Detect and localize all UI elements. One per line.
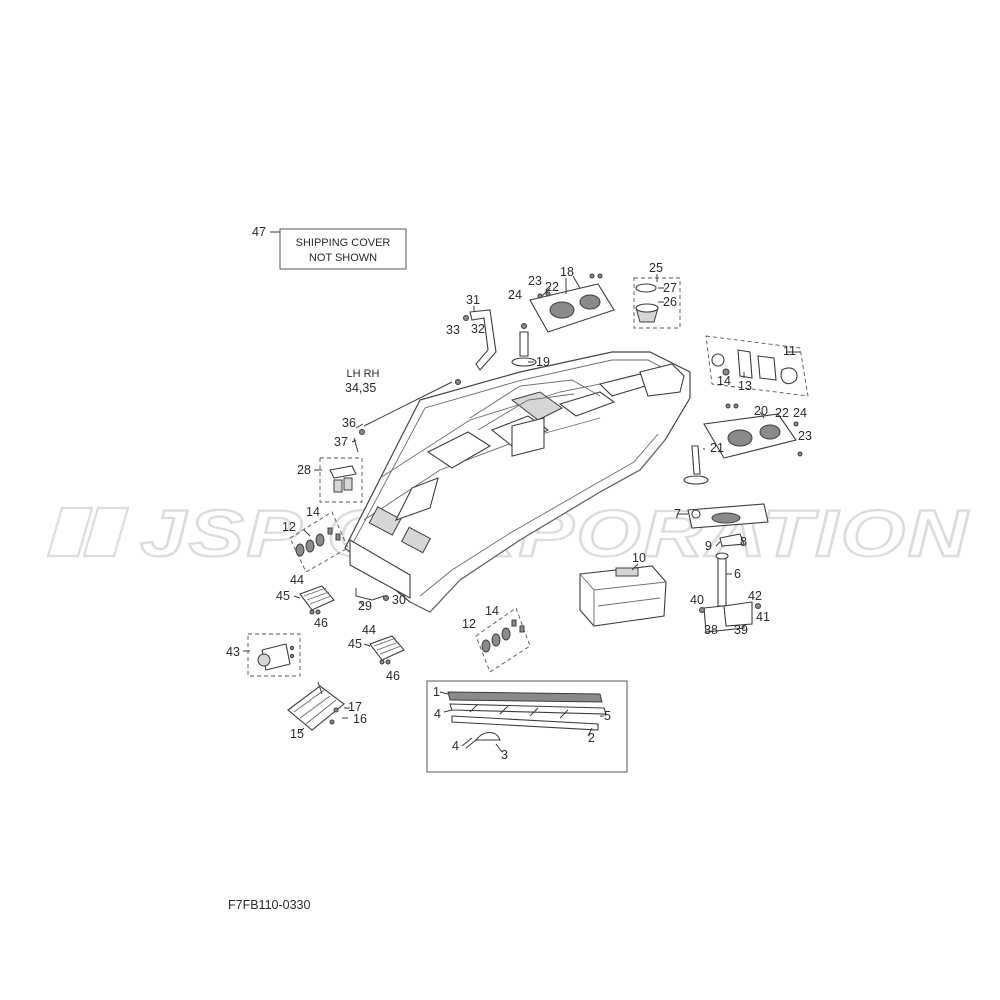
part-20-panel: [703, 403, 803, 459]
callout-21: 21: [710, 441, 724, 455]
callout-2: 2: [588, 731, 595, 745]
callout-26: 26: [663, 295, 677, 309]
callout-7: 7: [674, 507, 681, 521]
callout-25: 25: [649, 261, 663, 275]
part-31-handle: [463, 309, 497, 371]
callout-44: 44: [290, 573, 304, 587]
part-18-panel: [529, 273, 615, 333]
callout-14: 14: [485, 604, 499, 618]
part-15-ladder: [287, 681, 345, 731]
callout-44: 44: [362, 623, 376, 637]
callout-15: 15: [290, 727, 304, 741]
callout-12: 12: [462, 617, 476, 631]
part-28-cleat: [319, 457, 363, 503]
callout-36: 36: [342, 416, 356, 430]
part-44-step-b: [369, 635, 405, 665]
callout-31: 31: [466, 293, 480, 307]
callout-22: 22: [545, 280, 559, 294]
callout-11: 11: [783, 344, 796, 358]
callout-40: 40: [690, 593, 704, 607]
callout-1: 1: [433, 685, 440, 699]
drawing-code: F7FB110-0330: [228, 898, 311, 912]
callout-41: 41: [756, 610, 770, 624]
callout-17: 17: [348, 700, 362, 714]
part-6-pedestal: [699, 552, 761, 633]
callout-14: 14: [717, 374, 731, 388]
callout-5: 5: [604, 709, 611, 723]
callout-42: 42: [748, 589, 762, 603]
callout-4: 4: [434, 707, 441, 721]
callout-9: 9: [705, 539, 712, 553]
side-label: LH RH: [346, 368, 379, 380]
callout-30: 30: [392, 593, 406, 607]
callout-46: 46: [314, 616, 328, 630]
part-12-group-a: [289, 511, 349, 573]
callout-33: 33: [446, 323, 460, 337]
callout-29: 29: [358, 599, 372, 613]
callout-3: 3: [501, 748, 508, 762]
part-19-post: [511, 323, 537, 367]
callout-45: 45: [348, 637, 362, 651]
callout-43: 43: [226, 645, 240, 659]
callout-28: 28: [297, 463, 311, 477]
strake-detail: [426, 680, 628, 773]
callout-39: 39: [734, 623, 748, 637]
callout-10: 10: [632, 551, 646, 565]
callout-34-35: 34,35: [345, 381, 376, 395]
part-11-group: [705, 335, 809, 397]
callout-32: 32: [471, 322, 485, 336]
note-line-2: NOT SHOWN: [309, 252, 377, 264]
leader-lines: [243, 274, 800, 753]
callout-47: 47: [252, 225, 266, 239]
part-25-group: [633, 277, 681, 329]
callout-23: 23: [528, 274, 542, 288]
callout-8: 8: [740, 535, 747, 549]
callout-37: 37: [334, 435, 348, 449]
callout-27: 27: [663, 281, 677, 295]
boat-hull: [344, 351, 691, 613]
shipping-cover-note: SHIPPING COVER NOT SHOWN: [270, 228, 407, 270]
part-44-step-a: [299, 585, 335, 615]
callout-38: 38: [704, 623, 718, 637]
callout-24: 24: [508, 288, 522, 302]
callout-45: 45: [276, 589, 290, 603]
callout-46: 46: [386, 669, 400, 683]
note-line-1: SHIPPING COVER: [296, 237, 391, 249]
callout-19: 19: [536, 355, 550, 369]
part-29-bracket: [355, 588, 389, 601]
callout-22: 22: [775, 406, 789, 420]
part-7-panel: [687, 503, 769, 547]
callout-24: 24: [793, 406, 807, 420]
part-43-plate: [247, 633, 301, 677]
callout-14: 14: [306, 505, 320, 519]
callout-4: 4: [452, 739, 459, 753]
callout-23: 23: [798, 429, 812, 443]
part-12-group-b: [475, 607, 531, 673]
part-21-post: [683, 445, 709, 485]
callout-6: 6: [734, 567, 741, 581]
callout-13: 13: [738, 379, 752, 393]
callout-18: 18: [560, 265, 574, 279]
callout-12: 12: [282, 520, 296, 534]
part-10-cooler: [579, 565, 667, 627]
callout-16: 16: [353, 712, 367, 726]
callout-numbers: 47 18 23 22 24 25 27 26 31 33 32 19 11 1…: [226, 225, 812, 762]
callout-20: 20: [754, 404, 768, 418]
